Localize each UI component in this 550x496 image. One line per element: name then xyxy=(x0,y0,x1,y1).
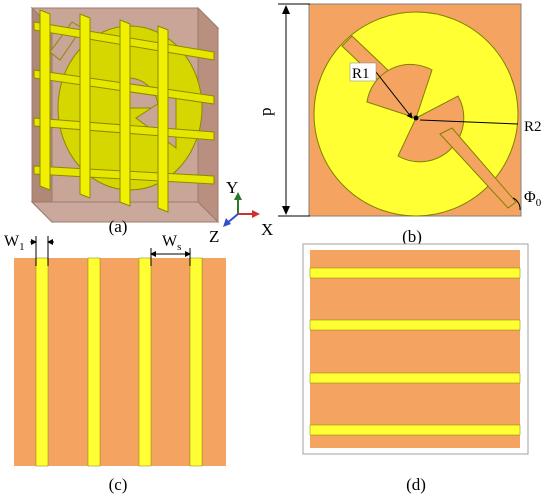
vertical-strip xyxy=(35,257,49,467)
panel-a-3d-view xyxy=(30,6,220,224)
vertical-strips-3d xyxy=(39,9,169,213)
ring-slit-wedge xyxy=(439,127,517,209)
vertical-strip xyxy=(138,257,152,467)
dim-r2-label: R2 xyxy=(524,119,542,135)
dim-r1-label: R1 xyxy=(352,66,370,82)
horizontal-strip xyxy=(309,267,521,279)
panel-c-vertical-strips xyxy=(14,236,226,467)
panel-b-ring-view xyxy=(278,3,522,217)
horizontal-strip xyxy=(309,424,521,436)
inner-half-disk-upper xyxy=(366,63,433,119)
axis-x-label: X xyxy=(261,220,273,239)
dim-period-label: p xyxy=(256,108,275,117)
axis-y-label: Y xyxy=(226,178,238,197)
horizontal-strip xyxy=(309,372,521,384)
panel-d-horizontal-strips xyxy=(302,243,529,455)
vertical-strip xyxy=(87,257,101,467)
axes-triad: Y X Z xyxy=(209,178,273,246)
caption-a: (a) xyxy=(109,217,128,236)
caption-b: (b) xyxy=(402,227,422,246)
vertical-strip xyxy=(189,257,203,467)
caption-c: (c) xyxy=(109,475,128,494)
axis-z-label: Z xyxy=(209,227,219,246)
dim-w1-label: W1 xyxy=(4,233,25,253)
dim-phi-label: Φ0 xyxy=(524,189,542,209)
inner-half-disk-lower xyxy=(397,95,465,163)
dim-ws-label: Ws xyxy=(162,233,181,253)
substrate-d xyxy=(310,250,520,448)
horizontal-strip xyxy=(309,319,521,331)
caption-d: (d) xyxy=(406,475,426,494)
